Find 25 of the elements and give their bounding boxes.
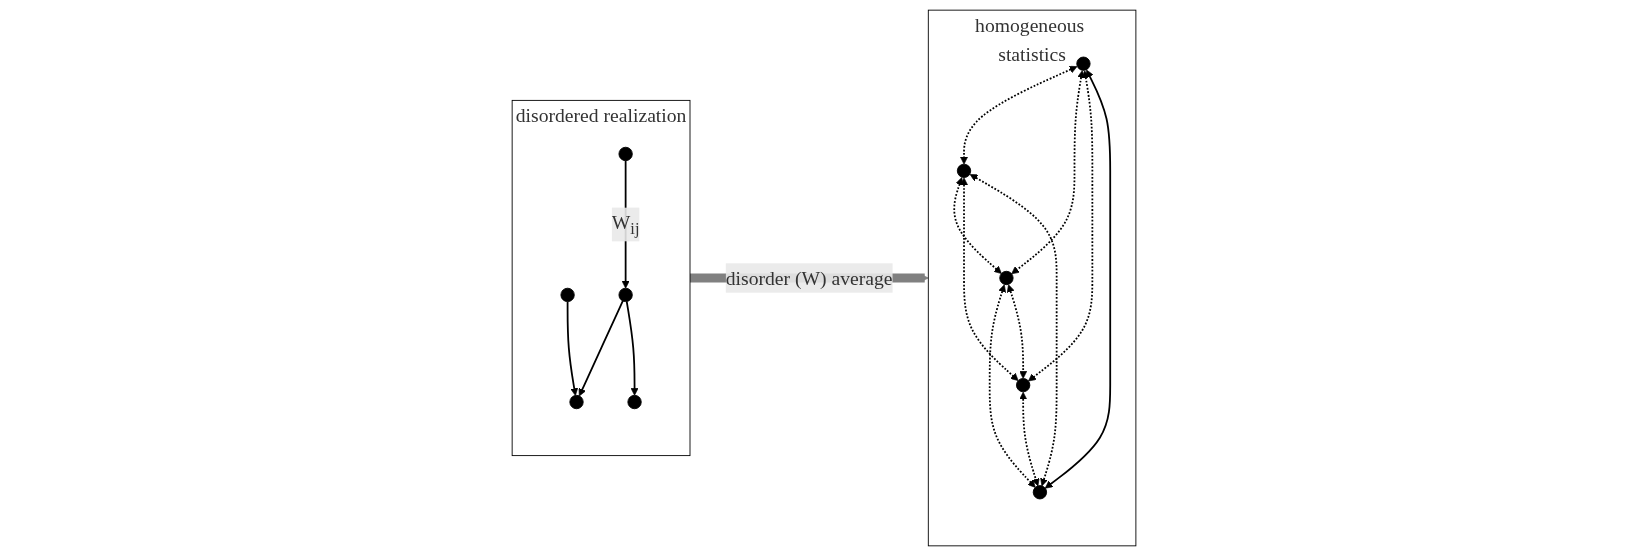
arrow bbox=[1044, 69, 1112, 489]
node-circle bbox=[1076, 56, 1091, 71]
arrow bbox=[988, 283, 1036, 488]
node-circle bbox=[618, 146, 633, 161]
node-circle bbox=[560, 287, 575, 302]
cluster: homogeneous statistics bbox=[927, 9, 1137, 546]
arrow bbox=[1011, 69, 1085, 274]
arrow bbox=[578, 299, 624, 396]
arrow bbox=[566, 300, 579, 396]
node-circle bbox=[569, 394, 584, 409]
node-circle bbox=[1016, 377, 1031, 392]
arrow bbox=[625, 300, 639, 396]
arrow bbox=[1019, 391, 1040, 486]
node-circle bbox=[627, 394, 642, 409]
edge-label: W$_{ij}$ bbox=[611, 210, 640, 237]
arrow bbox=[969, 173, 1058, 486]
node-circle bbox=[956, 163, 972, 178]
arrow bbox=[960, 177, 1019, 381]
edge-label: disorder (W) average bbox=[725, 266, 893, 289]
arrow bbox=[1006, 283, 1028, 379]
arrow bbox=[960, 65, 1078, 164]
node-circle bbox=[1032, 484, 1048, 499]
node-circle bbox=[618, 287, 633, 302]
arrow bbox=[953, 176, 1002, 274]
node-circle bbox=[999, 270, 1014, 285]
